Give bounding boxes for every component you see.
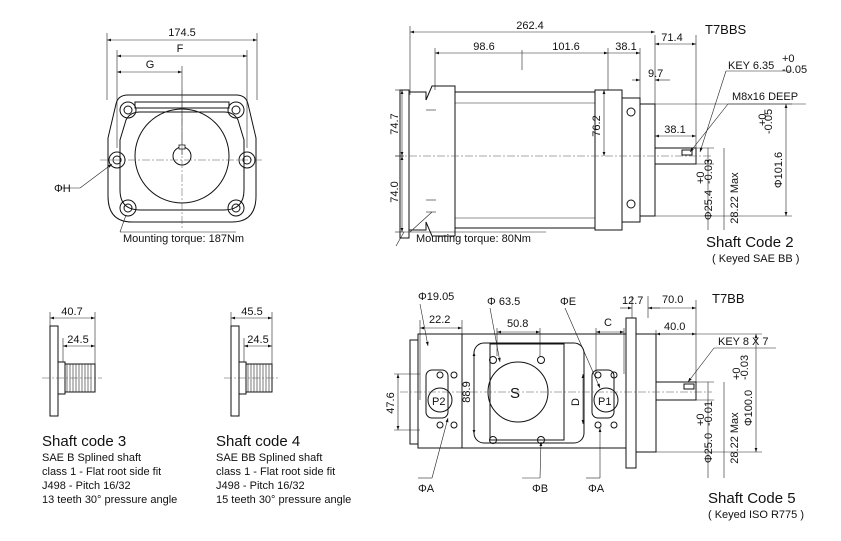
thread-label-m8: M8x16 DEEP xyxy=(732,91,798,103)
mounting-hole xyxy=(227,101,245,119)
dim-40-7: 40.7 xyxy=(61,306,82,318)
dim-50-8: 50.8 xyxy=(507,318,528,330)
main-body xyxy=(454,91,596,229)
pilot xyxy=(639,103,656,217)
t7bb-view: T7BB Φ19.05 22.2 Φ 63.5 50.8 ΦE C 12.7 7… xyxy=(385,291,804,521)
torque-note-80: Mounting torque: 80Nm xyxy=(416,233,531,245)
flange-outline xyxy=(107,94,257,223)
model-t7bb: T7BB xyxy=(712,291,745,306)
t7bb-shaft-tol-upper: +0 xyxy=(695,413,707,426)
dim-38-1b: 38.1 xyxy=(664,124,685,136)
mounting-hole xyxy=(227,199,245,217)
shaft-code-4-title: Shaft code 4 xyxy=(216,433,300,450)
dim-phi-63-5: Φ 63.5 xyxy=(487,296,520,308)
shaft-3-line-2: class 1 - Flat root side fit xyxy=(42,466,161,478)
shaft-tol-lower: -0.03 xyxy=(703,159,715,184)
t7bb-pilot-tol-lower: -0.03 xyxy=(739,355,751,380)
dim-phi-101-6: Φ101.6 xyxy=(773,152,785,188)
shaft-code-4-view: 45.5 24.5 Shaft code 4 SAE BB Splined sh… xyxy=(216,306,351,506)
body-outline xyxy=(119,111,245,211)
shaft-tol-upper: +0 xyxy=(695,171,707,184)
dim-24-5a: 24.5 xyxy=(67,334,88,346)
port-p1 xyxy=(593,387,619,413)
dim-70-0: 70.0 xyxy=(662,294,683,306)
t7bb-mounting-flange xyxy=(625,317,637,469)
dim-d: D xyxy=(570,398,582,406)
rear-body xyxy=(408,85,456,237)
shaft-4-line-1: SAE BB Splined shaft xyxy=(216,452,322,464)
dim-phi-25-4: Φ25.4 xyxy=(703,190,715,220)
key-label-8x7: KEY 8 X 7 xyxy=(718,336,769,348)
dim-71-4: 71.4 xyxy=(661,32,682,44)
shaft-3-line-4: 13 teeth 30° pressure angle xyxy=(42,494,177,506)
dim-phi-e: ΦE xyxy=(560,296,576,308)
label-phi-h: ΦH xyxy=(54,183,71,195)
pilot-tol-upper: +0 xyxy=(757,113,769,126)
dim-101-6: 101.6 xyxy=(552,41,580,53)
mounting-hole xyxy=(119,101,137,119)
dim-phi-19-05: Φ19.05 xyxy=(418,291,454,303)
model-t7bbs: T7BBS xyxy=(705,22,747,37)
key-tol-upper: +0 xyxy=(782,53,795,65)
shaft-3-line-1: SAE B Splined shaft xyxy=(42,452,141,464)
pilot-tol-lower: -0.05 xyxy=(763,109,775,134)
front-body xyxy=(594,89,623,231)
shaft-code-3-view: 40.7 24.5 Shaft code 3 SAE B Splined sha… xyxy=(42,306,177,506)
mounting-hole xyxy=(119,199,137,217)
label-phi-b: ΦB xyxy=(532,483,548,495)
label-s: S xyxy=(510,385,520,402)
dim-12-7: 12.7 xyxy=(622,295,643,307)
dim-22-2: 22.2 xyxy=(429,314,450,326)
t7bbs-side-view: T7BBS 262.4 98.6 101.6 38.1 71.4 9.7 KEY… xyxy=(389,20,807,265)
torque-note-187: Mounting torque: 187Nm xyxy=(123,233,244,245)
shaft-code-5-sub: ( Keyed ISO R775 ) xyxy=(708,509,804,521)
label-p2: P2 xyxy=(432,396,445,408)
dim-phi-100-0: Φ100.0 xyxy=(743,390,755,426)
dim-c: C xyxy=(604,317,612,329)
dim-38-1: 38.1 xyxy=(615,41,636,53)
shaft-code-3-title: Shaft code 3 xyxy=(42,433,126,450)
shaft-4-line-4: 15 teeth 30° pressure angle xyxy=(216,494,351,506)
key-tol-lower: -0.05 xyxy=(782,64,807,76)
dim-24-5b: 24.5 xyxy=(247,334,268,346)
label-phi-a-left: ΦA xyxy=(418,483,435,495)
dim-f: F xyxy=(177,43,184,55)
dim-28-22-max-b: 28.22 Max xyxy=(729,412,741,464)
dim-9-7: 9.7 xyxy=(648,68,663,80)
port-p2 xyxy=(427,387,453,413)
dim-g: G xyxy=(146,59,155,71)
dim-76-2: 76.2 xyxy=(591,115,603,136)
key-label-6-35: KEY 6.35 xyxy=(728,60,774,72)
dim-45-5: 45.5 xyxy=(241,306,262,318)
dim-262-4: 262.4 xyxy=(516,20,544,32)
shaft-code-2-sub: ( Keyed SAE BB ) xyxy=(712,253,799,265)
label-phi-a-right: ΦA xyxy=(588,483,605,495)
dim-phi-25-0: Φ25.0 xyxy=(703,433,715,463)
dim-174-5: 174.5 xyxy=(168,27,196,39)
label-p1: P1 xyxy=(598,396,611,408)
shaft-4-line-2: class 1 - Flat root side fit xyxy=(216,466,335,478)
rear-port-section xyxy=(417,333,463,449)
rear-cover xyxy=(399,89,410,239)
dim-88-9: 88.9 xyxy=(461,381,473,402)
shaft-code-2-title: Shaft Code 2 xyxy=(706,234,794,251)
main-housing xyxy=(461,333,627,449)
dim-74-0: 74.0 xyxy=(389,181,401,202)
t7bb-shaft-tol-lower: -0.01 xyxy=(703,401,715,426)
shaft-3-line-3: J498 - Pitch 16/32 xyxy=(42,480,131,492)
t7bb-keyed-shaft xyxy=(655,381,697,401)
dim-74-7: 74.7 xyxy=(389,113,401,134)
shaft-code-5-title: Shaft Code 5 xyxy=(708,490,796,507)
t7bb-pilot-tol-upper: +0 xyxy=(731,367,743,380)
front-view: 174.5 F G xyxy=(54,27,264,245)
mounting-flange xyxy=(621,97,641,223)
dim-47-6: 47.6 xyxy=(385,392,397,413)
dim-40-0: 40.0 xyxy=(664,321,685,333)
dim-98-6: 98.6 xyxy=(473,41,494,53)
dim-28-22-max: 28.22 Max xyxy=(729,172,741,224)
shaft-4-line-3: J498 - Pitch 16/32 xyxy=(216,480,305,492)
